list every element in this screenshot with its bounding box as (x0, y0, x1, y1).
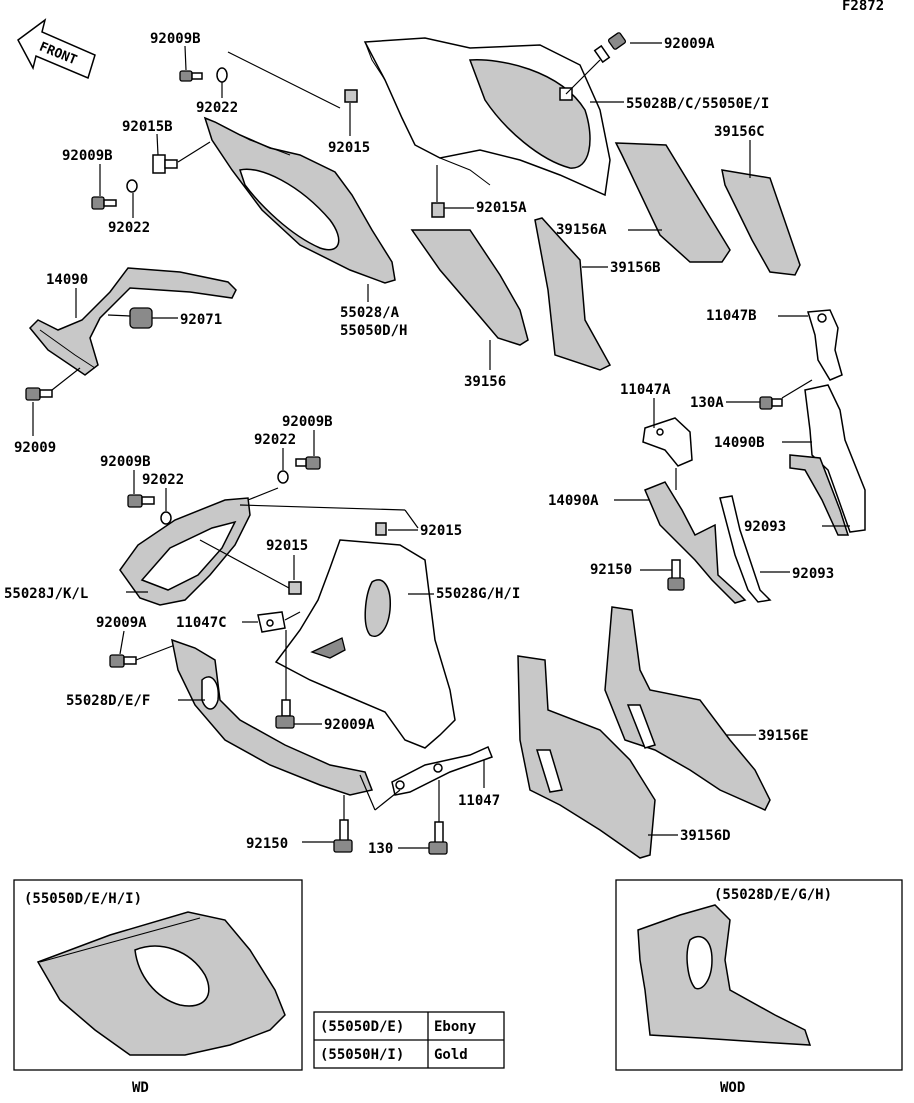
bracket-11047 (391, 745, 493, 796)
callout-55028A: 55028/A (340, 305, 400, 321)
callout-11047C: 11047C (176, 615, 227, 631)
callout-92150-b: 92150 (246, 836, 288, 852)
color-table-color-1: Ebony (434, 1019, 477, 1035)
bolt-92009A-left (109, 654, 137, 668)
callout-92015-c: 92015 (266, 538, 308, 554)
bolt-92009A-top (593, 32, 627, 64)
callout-92009B-a: 92009B (150, 31, 201, 47)
callout-11047A: 11047A (620, 382, 671, 398)
pad-39156B (534, 217, 612, 371)
clip-92015-mid-top (375, 522, 387, 536)
callout-39156C: 39156C (714, 124, 765, 140)
callout-11047: 11047 (458, 793, 500, 809)
washer-92022-top (216, 67, 228, 83)
callout-92015A: 92015A (476, 200, 527, 216)
bolt-130A (759, 396, 783, 410)
bolt-92009B-midleft (127, 494, 155, 508)
pad-39156D (517, 655, 656, 859)
pad-39156C (721, 169, 801, 276)
callout-55028B: 55028B/C/55050E/I (626, 96, 769, 112)
strip-92093-left (719, 495, 772, 603)
callout-92071: 92071 (180, 312, 222, 328)
upper-cover-55028B (363, 37, 611, 197)
callout-92009A-c: 92009A (324, 717, 375, 733)
callout-92015B: 92015B (122, 119, 173, 135)
callout-14090B: 14090B (714, 435, 765, 451)
bracket-14090A (644, 481, 747, 604)
callout-55028JKL: 55028J/K/L (4, 586, 88, 602)
washer-92022-midleft (160, 511, 172, 525)
bolt-92150-right (667, 559, 685, 591)
callout-92022-d: 92022 (142, 472, 184, 488)
callout-130A: 130A (690, 395, 724, 411)
pad-39156E (604, 606, 771, 811)
clip-92015-mid (288, 581, 302, 595)
callout-92009: 92009 (14, 440, 56, 456)
front-arrow: FRONT (17, 18, 96, 80)
callout-92150-a: 92150 (590, 562, 632, 578)
fastener-92009B-top (179, 70, 203, 82)
callout-39156B: 39156B (610, 260, 661, 276)
callout-92009B-d: 92009B (100, 454, 151, 470)
callout-92022-b: 92022 (108, 220, 150, 236)
grommet-92015B (152, 154, 178, 174)
callout-92015-a: 92015 (328, 140, 370, 156)
bolt-92150-bottom (333, 819, 353, 853)
washer-92022-midright (277, 470, 289, 484)
bracket-11047C (257, 611, 286, 633)
callout-92009A-b: 92009A (96, 615, 147, 631)
lower-fairing-55028DEF (171, 638, 374, 796)
callout-11047B: 11047B (706, 308, 757, 324)
callout-130: 130 (368, 841, 393, 857)
fastener-92009B-mid (91, 196, 117, 210)
callout-39156: 39156 (464, 374, 506, 390)
callout-92022-a: 92022 (196, 100, 238, 116)
washer-92022-mid (126, 179, 138, 193)
grommet-92071 (129, 307, 153, 329)
color-table: (55050D/E) Ebony (55050H/I) Gold (313, 1011, 505, 1069)
bolt-130 (428, 821, 448, 855)
callout-55050DH: 55050D/H (340, 323, 407, 339)
pad-39156 (410, 229, 529, 346)
bracket-14090 (28, 267, 237, 376)
inset-wod-caption: WOD (720, 1080, 745, 1096)
inset-wod-label: (55028D/E/G/H) (714, 887, 832, 903)
inset-wod: (55028D/E/G/H) (615, 879, 903, 1071)
color-table-code-2: (55050H/I) (320, 1047, 404, 1063)
callout-92009B-b: 92009B (62, 148, 113, 164)
bolt-92009B-midright (295, 456, 321, 470)
callout-55028GHI: 55028G/H/I (436, 586, 520, 602)
callout-14090A: 14090A (548, 493, 599, 509)
clip-92015A (431, 202, 445, 218)
figure-id: F2872 (842, 0, 884, 14)
bracket-14090B (789, 384, 866, 536)
duct-cover-55028JKL (119, 497, 251, 606)
callout-92022-c: 92022 (254, 432, 296, 448)
bracket-11047A (642, 417, 693, 467)
callout-55028DEF: 55028D/E/F (66, 693, 150, 709)
callout-92093-a: 92093 (744, 519, 786, 535)
clip-92015-top (344, 89, 358, 103)
callout-14090: 14090 (46, 272, 88, 288)
inset-wd-caption: WD (132, 1080, 149, 1096)
callout-39156A: 39156A (556, 222, 607, 238)
bracket-11047B (807, 309, 843, 381)
bolt-92009 (25, 387, 53, 401)
color-table-color-2: Gold (434, 1047, 468, 1063)
callout-92009B-c: 92009B (282, 414, 333, 430)
inset-wd-label: (55050D/E/H/I) (24, 891, 142, 907)
color-table-code-1: (55050D/E) (320, 1019, 404, 1035)
callout-92015-b: 92015 (420, 523, 462, 539)
callout-92009A-a: 92009A (664, 36, 715, 52)
upper-inner-cover-55028 (203, 116, 396, 284)
inset-wd: (55050D/E/H/I) (13, 879, 303, 1071)
bolt-92009A-bottom (275, 699, 295, 729)
callout-92093-b: 92093 (792, 566, 834, 582)
callout-39156E: 39156E (758, 728, 809, 744)
callout-39156D: 39156D (680, 828, 731, 844)
pad-39156A (614, 142, 731, 263)
lower-cowl-55028GHI (274, 539, 456, 749)
